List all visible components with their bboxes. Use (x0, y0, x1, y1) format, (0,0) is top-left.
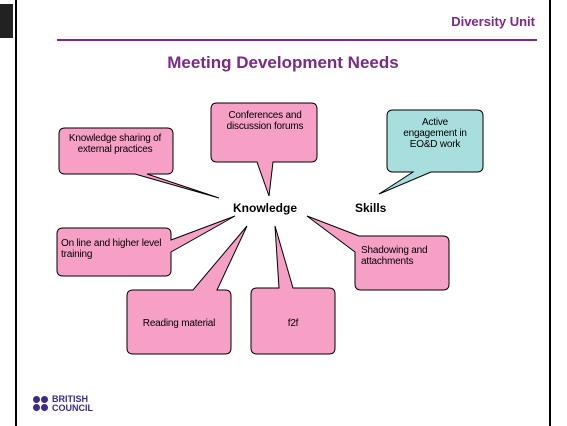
callout-external-practices-text: Knowledge sharing of external practices (68, 133, 162, 155)
logo-text: BRITISH COUNCIL (52, 395, 112, 413)
logo-text-line2: COUNCIL (52, 403, 93, 413)
callout-shadowing (306, 215, 450, 291)
callout-reading (126, 225, 248, 355)
unit-label: Diversity Unit (451, 14, 535, 29)
callout-conferences-text: Conferences and discussion forums (226, 110, 304, 132)
callout-reading-text: Reading material (142, 318, 216, 329)
left-window-strip (0, 0, 14, 426)
center-skills: Skills (355, 201, 387, 215)
callout-online-training-text: On line and higher level training (61, 238, 162, 260)
center-knowledge: Knowledge (233, 201, 298, 215)
callout-f2f-text: f2f (287, 318, 299, 329)
callout-active-engagement (378, 109, 484, 195)
diagram-canvas (56, 102, 484, 355)
callout-f2f (250, 225, 336, 355)
callout-active-engagement-text: Active engagement in EO&D work (403, 117, 467, 150)
callout-conferences (210, 102, 318, 197)
slide-title: Meeting Development Needs (167, 53, 399, 72)
left-dark-tab (0, 4, 13, 38)
callout-shadowing-text: Shadowing and attachments (361, 245, 428, 267)
logo-dots-icon (33, 396, 49, 412)
logo-text-line1: BRITISH (52, 394, 88, 404)
callout-online-training (56, 215, 236, 277)
slide: Diversity Unit Meeting Development Needs (15, 0, 551, 426)
callout-external-practices (58, 127, 220, 199)
header-rule (57, 39, 537, 41)
